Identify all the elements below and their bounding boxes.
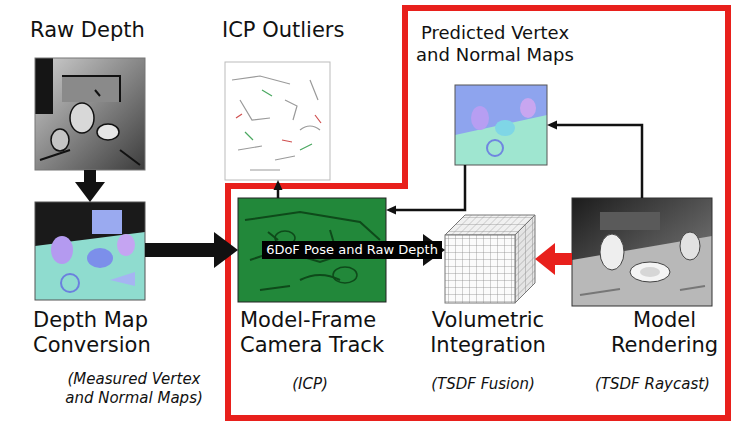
image-node: Depth Map Conversion(Measured Vertex and… xyxy=(35,202,145,300)
node-title: ICP Outliers xyxy=(222,18,362,43)
flow-arrow xyxy=(274,180,283,198)
node-title: Depth Map Conversion xyxy=(33,308,163,358)
normal-map-image xyxy=(35,202,145,300)
flow-arrow xyxy=(386,165,465,215)
flow-arrow xyxy=(145,232,238,268)
image-node: Predicted Vertex and Normal Maps xyxy=(455,85,547,165)
image-node: Raw Depth xyxy=(35,58,145,170)
node-subtitle: (TSDF Raycast) xyxy=(585,375,720,394)
flow-arrow xyxy=(75,170,105,202)
flow-arrow xyxy=(547,121,642,199)
depth-image xyxy=(35,58,145,170)
flow-arrow xyxy=(535,243,572,275)
normal-map-image xyxy=(455,85,547,165)
node-title: Raw Depth xyxy=(30,18,170,43)
node-subtitle: (TSDF Fusion) xyxy=(418,375,548,394)
image-node: Volumetric Integration(TSDF Fusion) xyxy=(445,215,535,303)
image-node: ICP Outliers xyxy=(225,62,330,180)
node-subtitle: (Measured Vertex and Normal Maps) xyxy=(55,370,213,408)
node-title: Model-Frame Camera Track xyxy=(240,308,398,358)
node-subtitle: (ICP) xyxy=(240,375,380,394)
node-title: Model Rendering xyxy=(602,308,727,358)
node-title: Predicted Vertex and Normal Maps xyxy=(405,22,585,65)
node-title: Volumetric Integration xyxy=(423,308,553,358)
tsdf-volume-cube xyxy=(445,215,535,303)
image-node: Model Rendering(TSDF Raycast) xyxy=(572,198,712,306)
rendered-model-image xyxy=(572,198,712,306)
outlier-image xyxy=(225,62,330,180)
edge-label: 6DoF Pose and Raw Depth xyxy=(262,241,442,260)
